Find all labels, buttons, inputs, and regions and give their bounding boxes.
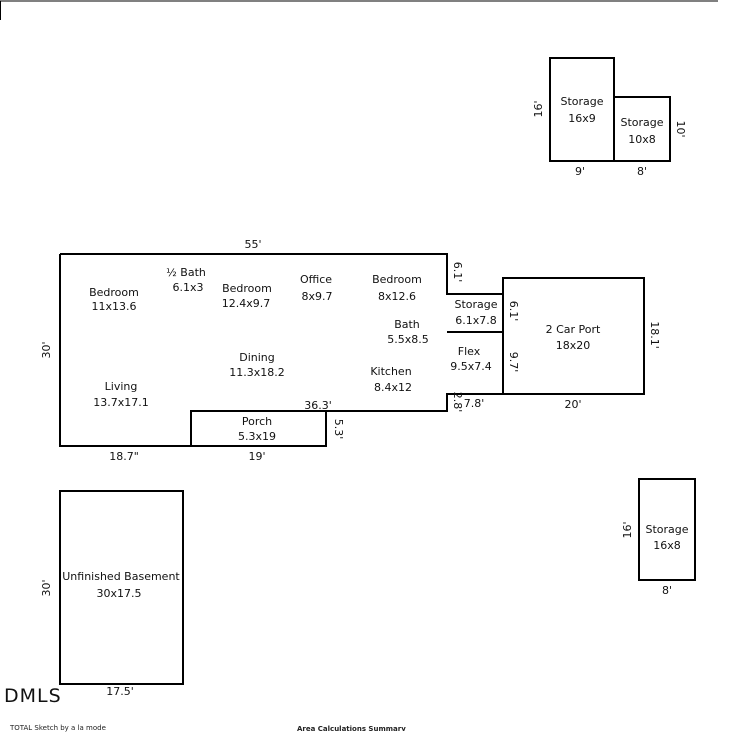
dim-storage-top-right-bottom: 8' [637,165,647,178]
room-flex-name: Flex [458,345,481,358]
dim-flex-bottom: 7.8' [464,397,485,410]
room-storage-right-name: Storage [645,523,688,536]
room-storage-right-dim: 16x8 [653,539,681,552]
dim-storage-top-left-left: 16' [532,100,545,117]
room-bedroom-3-name: Bedroom [372,273,422,286]
room-storage-main-name: Storage [454,298,497,311]
dim-storage-right-left: 16' [621,521,634,538]
room-office-dim: 8x9.7 [301,290,332,303]
dim-step-6-1-b: 6.1' [507,301,520,322]
porch-outline [190,410,326,446]
dim-main-left: 30' [40,341,53,358]
room-carport-dim: 18x20 [556,339,591,352]
room-half-bath-dim: 6.1x3 [172,281,203,294]
dim-basement-left: 30' [40,579,53,596]
dim-main-bottom-left: 18.7" [109,450,139,463]
room-storage-top-left-name: Storage [560,95,603,108]
room-storage-top-right-dim: 10x8 [628,133,656,146]
room-living-dim: 13.7x17.1 [93,396,149,409]
room-bedroom-2-dim: 12.4x9.7 [222,297,271,310]
dim-carport-right: 18.1' [648,321,661,349]
dim-carport-bottom: 20' [564,398,581,411]
room-bedroom-1-name: Bedroom [89,286,139,299]
room-office-name: Office [300,273,332,286]
dim-step-9-7: 9.7' [507,352,520,373]
area-summary-heading: Area Calculations Summary [297,725,406,731]
room-living-name: Living [105,380,138,393]
dim-step-6-1-a: 6.1' [451,262,464,283]
storage-right-outline [638,478,696,581]
dim-porch-top: 36.3' [304,399,332,412]
basement-outline [59,490,184,685]
room-basement-dim: 30x17.5 [97,587,142,600]
room-bath-name: Bath [394,318,420,331]
room-storage-main-dim: 6.1x7.8 [455,314,497,327]
room-dining-dim: 11.3x18.2 [229,366,285,379]
dim-step-2-8: 2.8' [451,392,464,413]
dim-porch-right: 5.3' [332,419,345,440]
room-porch-dim: 5.3x19 [238,430,276,443]
storage-top-left-outline [549,57,615,162]
room-carport-name: 2 Car Port [546,323,601,336]
room-storage-top-left-dim: 16x9 [568,112,596,125]
storage-top-right-outline [613,96,671,162]
room-kitchen-dim: 8.4x12 [374,381,412,394]
sketch-credit: TOTAL Sketch by a la mode [10,724,106,732]
room-bedroom-2-name: Bedroom [222,282,272,295]
dim-storage-top-right-right: 10' [674,120,687,137]
dim-storage-right-bottom: 8' [662,584,672,597]
room-basement-name: Unfinished Basement [62,570,180,583]
dim-porch-bottom: 19' [248,450,265,463]
room-bedroom-3-dim: 8x12.6 [378,290,416,303]
room-bath-dim: 5.5x8.5 [387,333,429,346]
dim-basement-bottom: 17.5' [106,685,134,698]
room-flex-dim: 9.5x7.4 [450,360,492,373]
room-half-bath-name: ½ Bath [166,266,206,279]
room-kitchen-name: Kitchen [370,365,411,378]
dmls-watermark: DMLS [4,685,62,707]
room-porch-name: Porch [242,415,272,428]
room-storage-top-right-name: Storage [620,116,663,129]
dim-main-top: 55' [244,238,261,251]
dim-storage-top-left-bottom: 9' [575,165,585,178]
room-bedroom-1-dim: 11x13.6 [92,300,137,313]
room-dining-name: Dining [239,351,275,364]
